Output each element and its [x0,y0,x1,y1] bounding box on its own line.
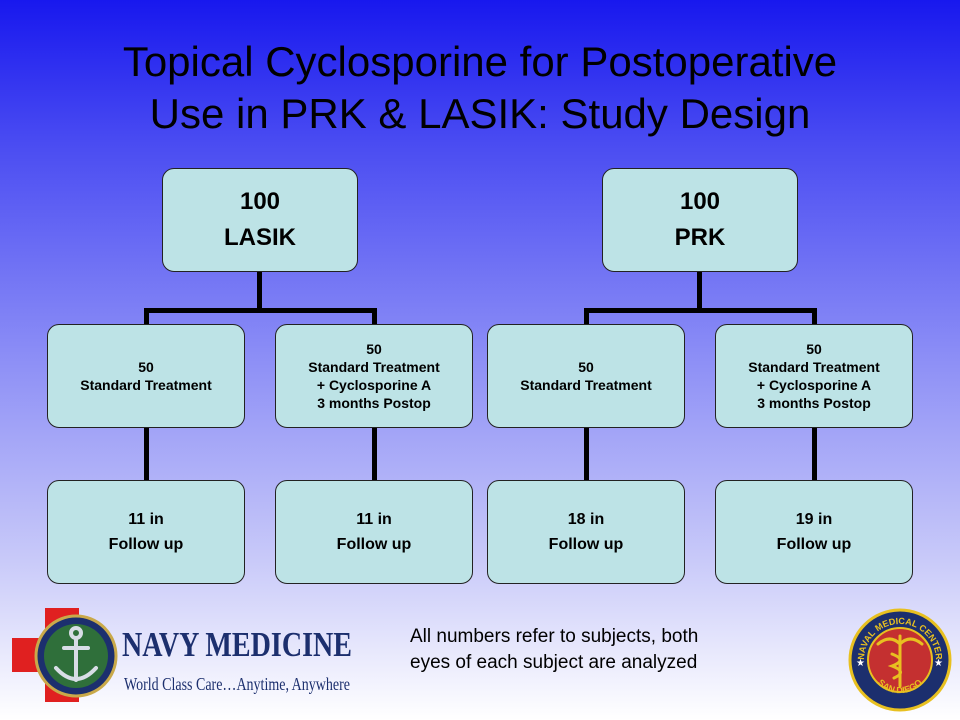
lasik-root-node: 100 LASIK [162,168,358,272]
followup-count: 18 in [567,511,605,528]
lasik-standard-arm-node: 50 Standard Treatment [47,324,245,428]
prk-root-label: PRK [674,224,726,251]
followup-count: 11 in [356,511,392,528]
followup-label: Follow up [548,536,624,553]
followup-label: Follow up [776,536,852,553]
naval-medical-center-seal: NAVAL MEDICAL CENTER SAN DIEGO ★ ★ [848,608,952,712]
arm-treatment: Standard Treatment [520,377,652,393]
title-line-1: Topical Cyclosporine for Postoperative [122,38,838,85]
connector-prk-left-leaf [584,428,589,480]
footnote: All numbers refer to subjects, both eyes… [410,624,698,676]
anchor-icon [54,626,98,682]
arm-additive: + Cyclosporine A [756,377,872,393]
followup-count: 19 in [795,511,833,528]
caduceus-icon [876,634,924,688]
arm-count: 50 [806,341,822,357]
connector-lasik-root-stem [257,272,262,310]
prk-standard-arm-node: 50 Standard Treatment [487,324,685,428]
arm-treatment: Standard Treatment [308,359,440,375]
lasik-cyclosporine-arm-node: 50 Standard Treatment + Cyclosporine A 3… [275,324,473,428]
logo-brand-text: NAVY MEDICINE [122,625,352,664]
connector-lasik-right-drop [372,308,377,324]
lasik-root-count: 100 [239,188,281,215]
prk-root-node: 100 PRK [602,168,798,272]
arm-treatment: Standard Treatment [748,359,880,375]
prk-root-count: 100 [679,188,721,215]
followup-label: Follow up [108,536,184,553]
arm-duration: 3 months Postop [317,395,431,411]
prk-cyclosporine-followup-node: 19 in Follow up [715,480,913,584]
connector-prk-right-leaf [812,428,817,480]
prk-standard-followup-node: 18 in Follow up [487,480,685,584]
lasik-root-label: LASIK [224,224,296,251]
lasik-standard-followup-node: 11 in Follow up [47,480,245,584]
arm-treatment: Standard Treatment [80,377,212,393]
connector-lasik-bar [144,308,377,313]
connector-prk-left-drop [584,308,589,324]
arm-count: 50 [578,359,594,375]
slide-title: Topical Cyclosporine for Postoperative U… [0,36,960,140]
prk-cyclosporine-arm-node: 50 Standard Treatment + Cyclosporine A 3… [715,324,913,428]
arm-count: 50 [366,341,382,357]
arm-count: 50 [138,359,154,375]
followup-label: Follow up [336,536,412,553]
followup-count: 11 in [128,511,164,528]
connector-prk-right-drop [812,308,817,324]
connector-prk-root-stem [697,272,702,310]
connector-lasik-right-leaf [372,428,377,480]
logo-tagline-text: World Class Care…Anytime, Anywhere [124,674,350,694]
arm-additive: + Cyclosporine A [316,377,432,393]
connector-lasik-left-leaf [144,428,149,480]
navy-medicine-logo: NAVY MEDICINE World Class Care…Anytime, … [12,608,352,702]
title-line-2: Use in PRK & LASIK: Study Design [149,90,811,137]
footnote-line-1: All numbers refer to subjects, both [410,626,699,647]
arm-duration: 3 months Postop [757,395,871,411]
footnote-line-2: eyes of each subject are analyzed [410,652,698,673]
seal-star-left-icon: ★ [856,658,865,669]
lasik-cyclosporine-followup-node: 11 in Follow up [275,480,473,584]
seal-star-right-icon: ★ [934,658,943,669]
connector-lasik-left-drop [144,308,149,324]
connector-prk-bar [584,308,817,313]
